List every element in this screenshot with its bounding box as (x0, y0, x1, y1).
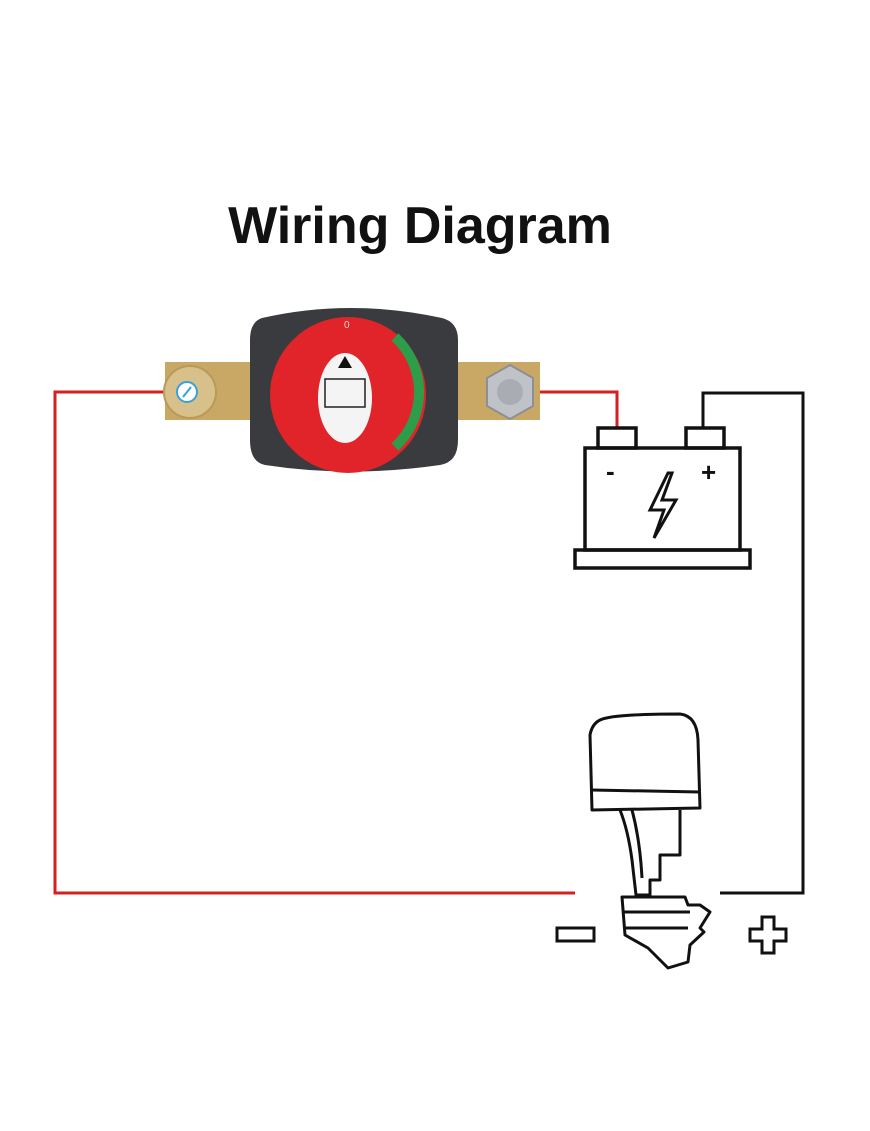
battery-negative-terminal (596, 426, 638, 450)
arrow-icon (338, 356, 352, 368)
knob-position-label: 0 (344, 320, 350, 331)
battery-base (573, 548, 752, 570)
motor-lower-unit (620, 895, 712, 970)
battery (573, 426, 752, 570)
battery-disconnect-switch[interactable]: 0 (163, 308, 540, 473)
motor-negative-symbol (555, 926, 596, 943)
positive-wire (701, 391, 805, 895)
battery-negative-label: - (606, 456, 615, 486)
negative-wire-battery (540, 390, 619, 428)
motor-shaft (618, 809, 682, 897)
motor-positive-symbol (748, 915, 788, 955)
diagram-title: Wiring Diagram (228, 197, 612, 255)
battery-positive-terminal (684, 426, 726, 450)
outboard-motor (588, 712, 712, 970)
battery-icon (324, 378, 366, 408)
motor-cowling (588, 712, 702, 812)
battery-positive-label: + (701, 457, 716, 487)
negative-wire-left (53, 390, 575, 895)
knob-label (318, 353, 372, 443)
lightning-icon (647, 471, 679, 539)
on-arc (391, 333, 425, 451)
